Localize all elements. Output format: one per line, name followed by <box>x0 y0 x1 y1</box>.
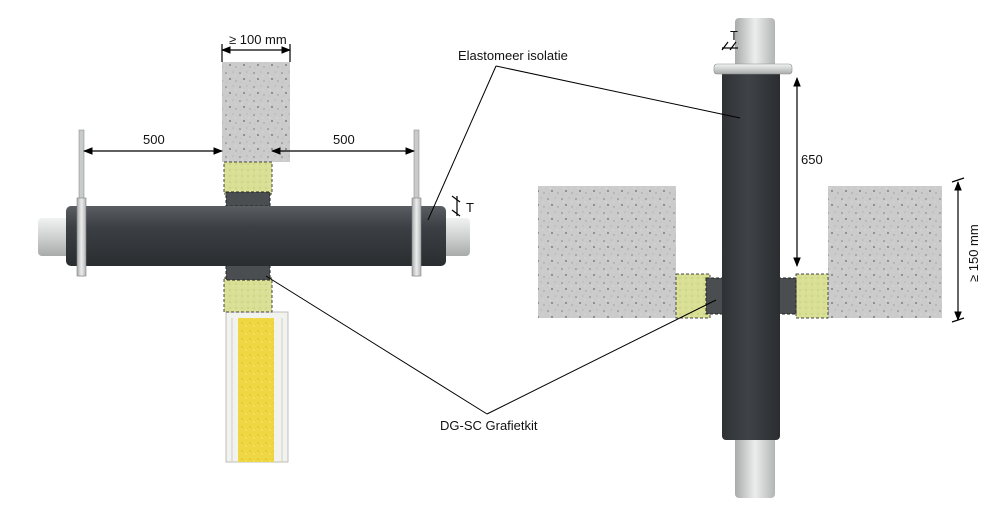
mineral-wool-packing-bottom <box>223 277 273 313</box>
steel-pipe-right-end <box>440 218 470 256</box>
graphite-sealant-right <box>777 277 797 315</box>
graphite-sealant-bottom <box>225 263 271 281</box>
sealant-label: DG-SC Grafietkit <box>440 418 538 433</box>
stud-wall-wool <box>238 318 274 462</box>
mineral-wool-packing-right <box>795 273 829 319</box>
insulation-leader-left <box>427 65 497 221</box>
mineral-wool-packing-left <box>675 273 711 319</box>
sealant-leader-right <box>486 299 717 415</box>
insulation-label: Elastomeer isolatie <box>458 48 568 63</box>
insulated-pipe-vertical <box>722 66 780 440</box>
distance-right-label: 500 <box>333 132 355 147</box>
distance-left-label: 500 <box>143 132 165 147</box>
sealant-leader-left <box>265 275 488 415</box>
steel-pipe-top-end <box>735 18 775 78</box>
insulation-thickness-label-left: T <box>466 200 474 215</box>
insulation-leader-right <box>495 65 741 119</box>
mineral-wool-packing-top <box>223 161 273 195</box>
steel-pipe-left-end <box>38 218 70 256</box>
wall-thickness-label: ≥ 100 mm <box>229 32 287 47</box>
concrete-slab-right <box>828 186 942 318</box>
steel-pipe-bottom-end <box>735 430 775 498</box>
pipe-clamp-ring <box>713 63 793 75</box>
annotations: Elastomeer isolatie DG-SC Grafietkit <box>265 48 741 433</box>
insulation-thickness-label-right: T <box>730 28 738 43</box>
hanger-clamp-left <box>76 197 87 277</box>
graphite-sealant-top <box>225 191 271 207</box>
wall-penetration-view: ≥ 100 mm 500 500 T <box>38 32 474 463</box>
floor-thickness-label: ≥ 150 mm <box>966 224 981 282</box>
floor-penetration-view: T 650 ≥ 150 mm <box>538 18 981 498</box>
insulated-pipe-horizontal <box>66 206 446 266</box>
concrete-slab-left <box>538 186 676 318</box>
graphite-sealant-left <box>705 277 725 315</box>
distance-vertical-label: 650 <box>801 152 823 167</box>
concrete-wall-upper <box>222 62 290 162</box>
hanger-clamp-right <box>411 197 422 277</box>
